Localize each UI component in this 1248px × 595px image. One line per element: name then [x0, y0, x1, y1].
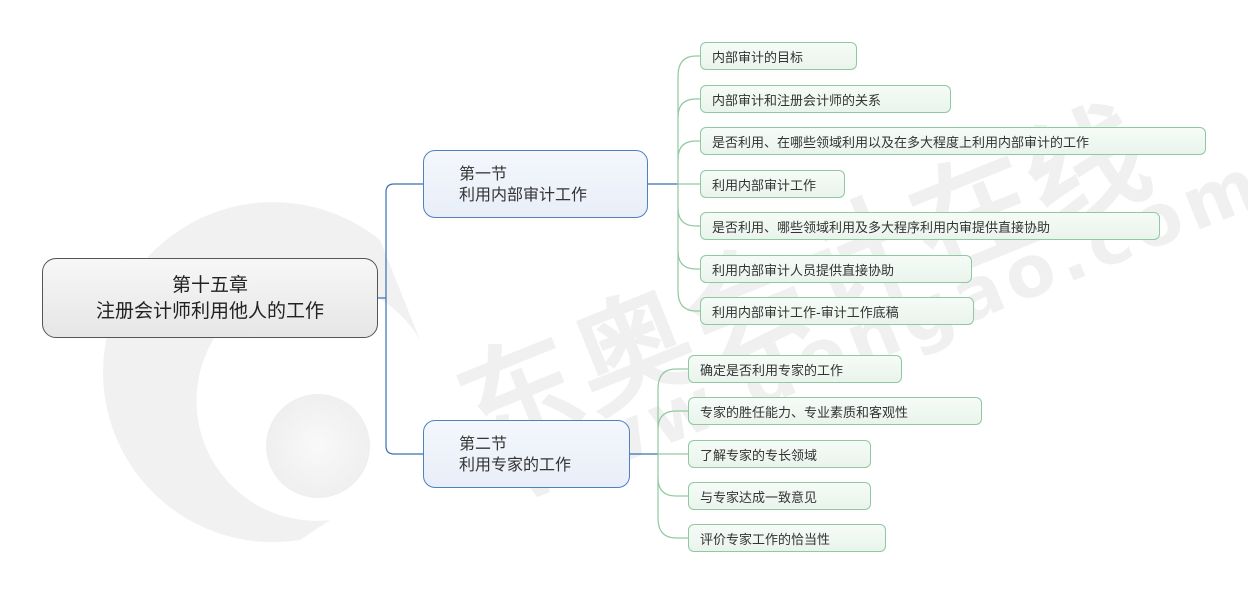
leaf-node-whether-to-use-internal-audit[interactable]: 是否利用、在哪些领域利用以及在多大程度上利用内部审计的工作	[700, 127, 1206, 155]
leaf-node-direct-assistance-decision[interactable]: 是否利用、哪些领域利用及多大程序利用内审提供直接协助	[700, 212, 1160, 240]
section-1-number: 第一节	[459, 164, 508, 183]
section-2-number: 第二节	[459, 434, 508, 453]
root-title-label: 注册会计师利用他人的工作	[95, 300, 324, 322]
leaf-node-expert-field[interactable]: 了解专家的专长领域	[688, 440, 871, 468]
section-node-2[interactable]: 第二节 利用专家的工作	[423, 420, 630, 488]
leaf-node-internal-audit-relationship[interactable]: 内部审计和注册会计师的关系	[700, 85, 951, 113]
leaf-node-expert-competence[interactable]: 专家的胜任能力、专业素质和客观性	[688, 397, 982, 425]
section-1-title: 利用内部审计工作	[459, 185, 588, 204]
leaf-node-internal-audit-objective[interactable]: 内部审计的目标	[700, 42, 857, 70]
leaf-node-audit-working-papers[interactable]: 利用内部审计工作-审计工作底稿	[700, 297, 974, 325]
leaf-node-determine-use-expert[interactable]: 确定是否利用专家的工作	[688, 355, 902, 383]
root-node[interactable]: 第十五章 注册会计师利用他人的工作	[42, 258, 378, 338]
leaf-node-evaluate-expert-work[interactable]: 评价专家工作的恰当性	[688, 524, 886, 552]
root-chapter-label: 第十五章	[171, 274, 248, 296]
section-2-title: 利用专家的工作	[459, 455, 572, 474]
leaf-node-direct-assistance-staff[interactable]: 利用内部审计人员提供直接协助	[700, 255, 972, 283]
section-node-1[interactable]: 第一节 利用内部审计工作	[423, 150, 648, 218]
leaf-node-using-internal-audit-work[interactable]: 利用内部审计工作	[700, 170, 845, 198]
leaf-node-agree-with-expert[interactable]: 与专家达成一致意见	[688, 482, 871, 510]
